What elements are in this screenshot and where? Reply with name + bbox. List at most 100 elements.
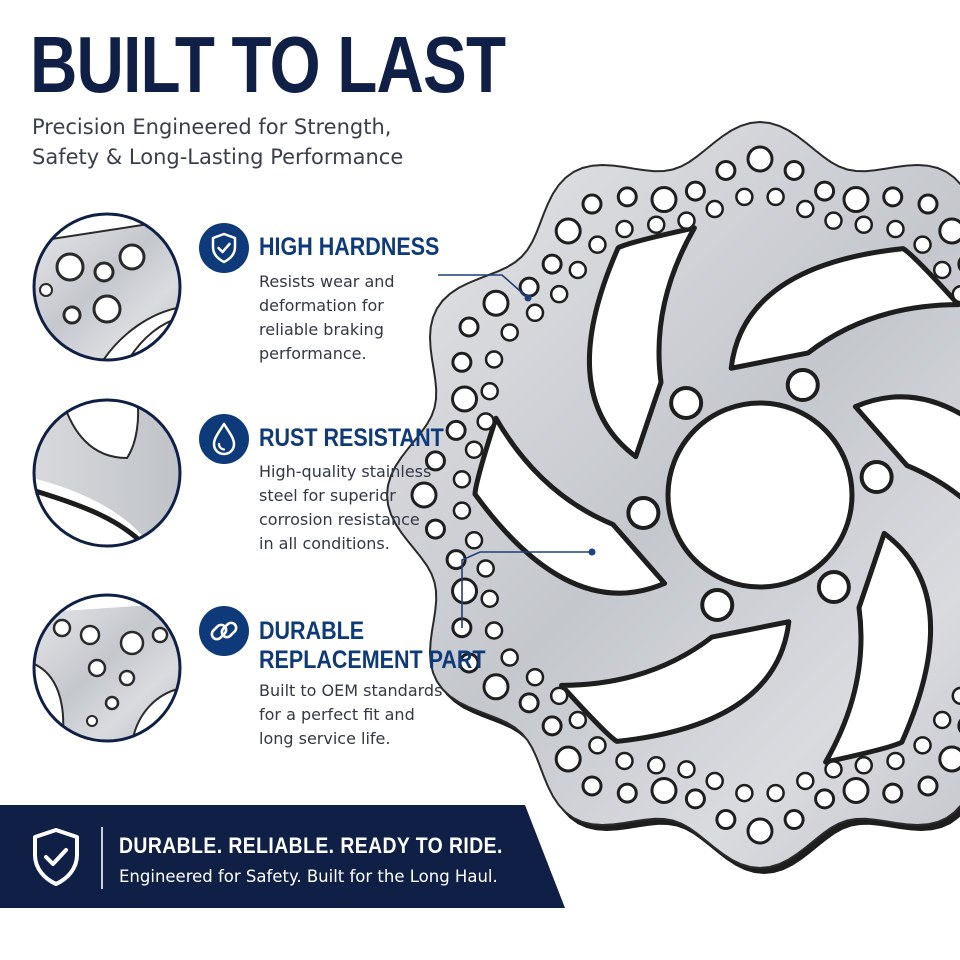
rotor-hole: [480, 589, 499, 609]
rotor-hole: [581, 193, 603, 215]
rotor-hole: [917, 775, 939, 797]
feature-desc-line: High-quality stainless: [259, 462, 432, 481]
feature-desc-line: reliable braking: [259, 320, 384, 339]
rotor-hole: [913, 235, 932, 254]
rotor-hole: [886, 751, 905, 771]
feature-desc-line: deformation for: [259, 296, 384, 315]
rotor-hole: [588, 736, 607, 755]
page-title: BUILT TO LAST: [30, 20, 506, 109]
rotor-hole: [932, 710, 952, 730]
bolt-hole: [669, 385, 704, 420]
rotor-hole: [842, 776, 870, 804]
bottom-banner: DURABLE. RELIABLE. READY TO RIDE. Engine…: [0, 805, 565, 908]
banner-title: DURABLE. RELIABLE. READY TO RIDE.: [119, 833, 503, 858]
zoom-detail-hole-pattern: [32, 593, 182, 743]
rotor-hole: [938, 745, 960, 773]
rotor-hole: [541, 253, 563, 275]
feature-desc-line: in all conditions.: [259, 534, 390, 553]
rotor-hole: [917, 193, 939, 215]
feature-title-line: REPLACEMENT PART: [259, 646, 486, 674]
rotor-hole: [568, 260, 588, 280]
rotor-hole: [451, 385, 479, 413]
rotor-hole: [854, 215, 874, 234]
rotor-hole: [766, 783, 785, 803]
rotor-hole: [938, 217, 960, 245]
rotor-hole: [796, 771, 815, 791]
rotor-hole: [549, 686, 569, 706]
rotor-hole: [451, 577, 479, 605]
rotor-hole: [677, 760, 696, 779]
rotor-hole: [541, 715, 563, 737]
rotor-hole: [814, 788, 836, 810]
feature-desc-line: Built to OEM standards: [259, 681, 443, 700]
rotor-hole: [484, 621, 504, 640]
rotor-hole: [581, 775, 603, 797]
rotor-hole: [824, 760, 843, 779]
feature-desc-line: for a perfect fit and: [259, 705, 415, 724]
rotor-hole: [500, 323, 519, 342]
rotor-hole: [476, 412, 495, 431]
rotor-hole: [480, 381, 499, 401]
rotor-hole: [796, 199, 815, 219]
vent-slot: [728, 246, 960, 371]
rotor-hole: [615, 219, 634, 239]
page-subtitle: Precision Engineered for Strength, Safet…: [32, 112, 472, 172]
rotor-hole: [616, 782, 638, 804]
rotor-hole: [783, 809, 805, 831]
rotor-hole: [913, 736, 932, 755]
rotor-hole: [746, 145, 774, 173]
rotor-hole: [615, 751, 634, 771]
water-drop-icon: [198, 413, 250, 465]
rotor-hole: [684, 788, 706, 810]
rotor-hole: [549, 284, 569, 304]
feature-desc-high-hardness: Resists wear and deformation for reliabl…: [259, 270, 489, 366]
rotor-hole: [500, 648, 519, 667]
vent-slot: [559, 619, 792, 744]
rotor-hole: [677, 211, 696, 230]
rotor-hole: [616, 186, 638, 208]
rotor-hole: [646, 215, 666, 234]
feature-desc-line: corrosion resistance: [259, 510, 420, 529]
rotor-hole: [554, 745, 582, 773]
feature-desc-rust-resistant: High-quality stainless steel for superio…: [259, 460, 489, 556]
vent-slot: [823, 530, 934, 765]
rotor-hole: [650, 776, 678, 804]
feature-title-rust-resistant: RUST RESISTANT: [259, 424, 444, 452]
rotor-hole: [814, 180, 836, 202]
bolt-hole: [700, 587, 735, 622]
rotor-hole: [518, 692, 540, 714]
rotor-hole: [746, 817, 774, 845]
rotor-hole: [554, 217, 582, 245]
vent-slot: [472, 415, 668, 596]
banner-divider: [101, 827, 103, 889]
feature-title-high-hardness: HIGH HARDNESS: [259, 233, 440, 261]
feature-desc-durable-replacement: Built to OEM standards for a perfect fit…: [259, 679, 489, 751]
subtitle-line: Precision Engineered for Strength,: [32, 115, 392, 139]
bolt-hole: [816, 570, 851, 605]
feature-title-line: DURABLE: [259, 617, 365, 645]
rotor-hole: [766, 187, 785, 207]
rotor-hole: [705, 771, 724, 791]
vent-slot: [586, 225, 697, 460]
rotor-hole: [783, 159, 805, 181]
rotor-hole: [951, 686, 960, 706]
shield-check-icon: [30, 827, 82, 887]
feature-desc-line: performance.: [259, 344, 367, 363]
bolt-hole: [859, 460, 894, 495]
feature-title-durable-replacement: DURABLE REPLACEMENT PART: [259, 617, 486, 675]
rotor-hole: [476, 559, 495, 578]
rotor-hole: [886, 219, 905, 239]
feature-desc-line: long service life.: [259, 729, 391, 748]
rotor-hole: [650, 186, 678, 214]
banner-subtitle: Engineered for Safety. Built for the Lon…: [119, 867, 498, 886]
bolt-hole: [785, 368, 820, 403]
feature-desc-line: Resists wear and: [259, 272, 395, 291]
feature-desc-line: steel for superior: [259, 486, 396, 505]
subtitle-line: Safety & Long-Lasting Performance: [32, 145, 404, 169]
rotor-hole: [735, 187, 754, 207]
rotor-hole: [951, 284, 960, 304]
chain-link-icon: [198, 605, 250, 657]
shield-check-icon: [198, 222, 250, 274]
zoom-detail-edge: [32, 398, 182, 548]
rotor-hole: [882, 782, 904, 804]
